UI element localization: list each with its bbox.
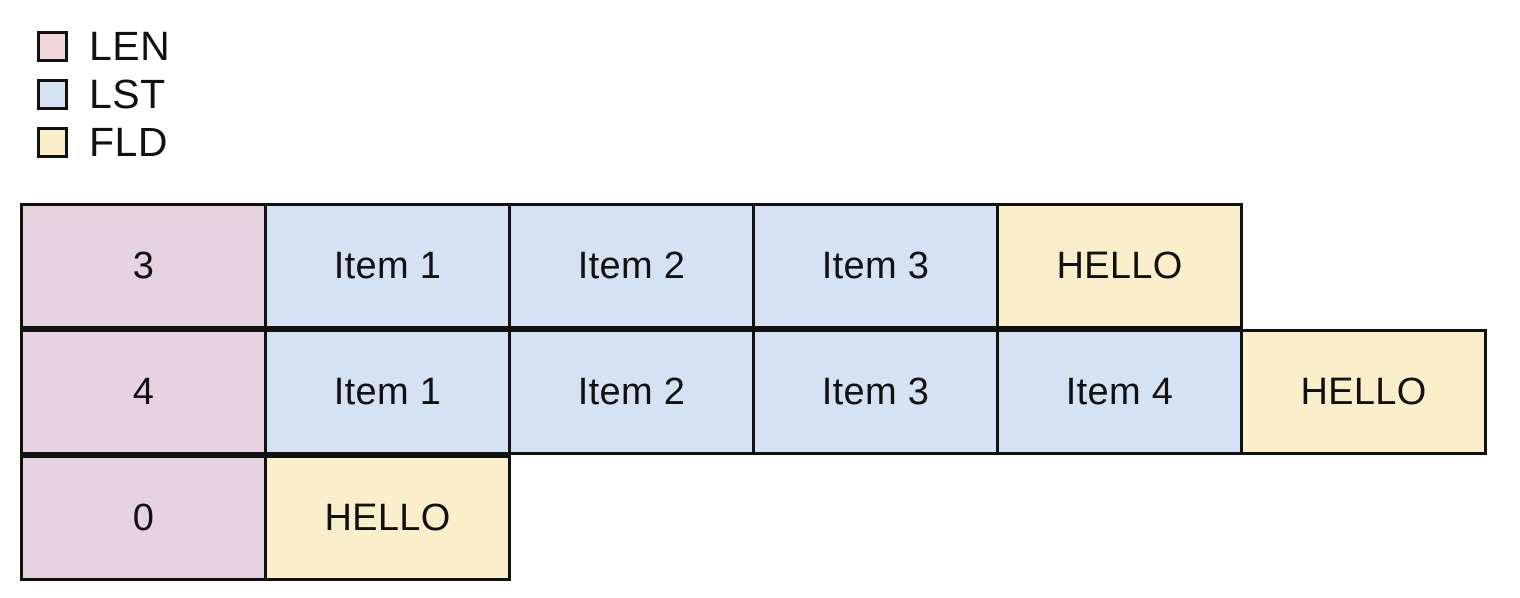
legend-item-label: LST [89, 70, 166, 117]
legend-item-len: LEN [37, 22, 170, 70]
legend-swatch-icon [37, 126, 68, 158]
legend-swatch-icon [37, 78, 68, 110]
table-cell-len: 4 [20, 329, 267, 455]
table-cell-lst: Item 2 [508, 203, 755, 329]
table-cell-fld: HELLO [264, 455, 511, 581]
table-cell-lst: Item 2 [508, 329, 755, 455]
table-cell-fld: HELLO [1240, 329, 1487, 455]
table-cell-lst: Item 4 [996, 329, 1243, 455]
legend-item-lst: LST [37, 70, 170, 118]
table-cell-fld: HELLO [996, 203, 1243, 329]
table-cell-lst: Item 1 [264, 329, 511, 455]
table-cell-lst: Item 3 [752, 329, 999, 455]
table-cell-lst: Item 1 [264, 203, 511, 329]
legend-item-label: LEN [89, 22, 171, 69]
legend-swatch-icon [37, 30, 68, 62]
table-cell-len: 0 [20, 455, 267, 581]
legend-item-label: FLD [89, 118, 168, 165]
table-cell-lst: Item 3 [752, 203, 999, 329]
table-cell-len: 3 [20, 203, 267, 329]
legend-item-fld: FLD [37, 118, 170, 166]
